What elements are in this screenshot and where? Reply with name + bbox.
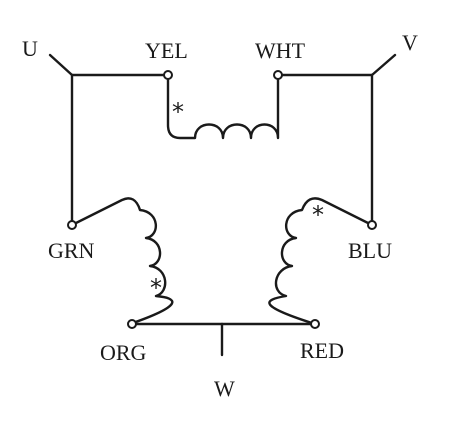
org-terminal bbox=[127, 319, 137, 329]
wht-terminal bbox=[273, 70, 283, 80]
terminal-u-label: U bbox=[22, 36, 38, 61]
u-lead-line bbox=[48, 53, 74, 77]
lead-yel-label: YEL bbox=[145, 38, 188, 63]
lead-wht-label: WHT bbox=[255, 38, 306, 63]
red-terminal bbox=[310, 319, 320, 329]
blu-terminal bbox=[367, 220, 377, 230]
terminal-v-label: V bbox=[402, 30, 418, 55]
top-coil bbox=[166, 73, 280, 140]
lead-org-label: ORG bbox=[100, 340, 147, 365]
left-coil-polarity-mark: * bbox=[150, 274, 162, 302]
lead-red-label: RED bbox=[300, 338, 344, 363]
right-coil-polarity-mark: * bbox=[312, 201, 324, 229]
lead-grn-label: GRN bbox=[48, 238, 95, 263]
lead-blu-label: BLU bbox=[348, 238, 392, 263]
top-coil-polarity-mark: * bbox=[172, 98, 184, 126]
terminal-w-label: W bbox=[214, 376, 235, 401]
left-coil bbox=[70, 197, 174, 326]
v-lead-line bbox=[370, 53, 397, 77]
right-coil bbox=[268, 197, 374, 326]
yel-terminal bbox=[163, 70, 173, 80]
grn-terminal bbox=[67, 220, 77, 230]
